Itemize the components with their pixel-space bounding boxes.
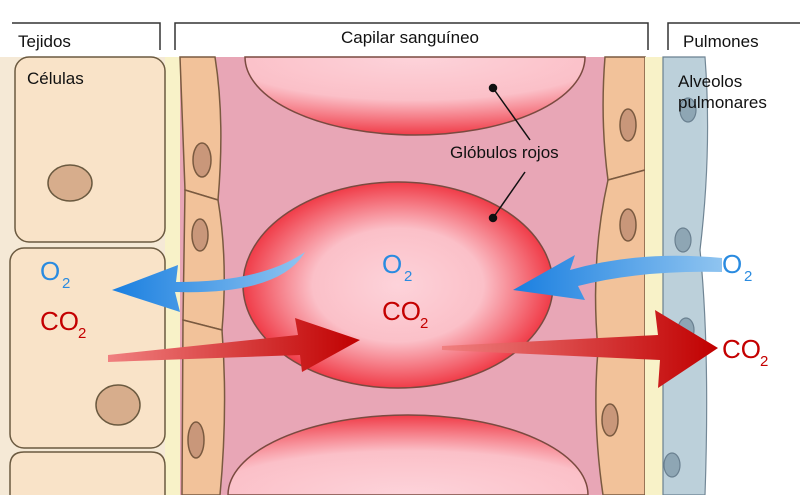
svg-text:O: O: [40, 256, 60, 286]
tissue-cells: [9, 56, 166, 495]
capillary-wall-left: [179, 56, 226, 495]
svg-text:O: O: [722, 249, 742, 279]
svg-text:CO: CO: [722, 334, 761, 364]
cells-label: Células: [27, 69, 84, 88]
interstitial-strip-right: [645, 57, 663, 495]
red-blood-cell: [242, 181, 554, 389]
co2-arrow-to-lungs: [442, 310, 718, 388]
header-tissues: Tejidos: [18, 32, 71, 51]
svg-text:2: 2: [62, 275, 70, 292]
header-lungs: Pulmones: [683, 32, 759, 51]
red-blood-cell: [244, 56, 586, 136]
svg-text:2: 2: [404, 268, 412, 285]
svg-text:2: 2: [78, 325, 86, 342]
svg-text:2: 2: [744, 268, 752, 285]
svg-text:CO: CO: [40, 306, 79, 336]
co2-arrow-to-capillary: [108, 318, 360, 372]
svg-text:2: 2: [420, 315, 428, 332]
o2-arrow-from-lungs: [513, 255, 722, 300]
alveoli-label-2: pulmonares: [678, 93, 767, 112]
header-capillary: Capilar sanguíneo: [341, 28, 479, 47]
header-brackets: [12, 22, 800, 50]
o2-arrow-to-tissue: [112, 252, 305, 312]
red-cells-pointers: [488, 83, 531, 223]
svg-text:O: O: [382, 249, 402, 279]
svg-text:2: 2: [760, 353, 768, 370]
alveoli-label-1: Alveolos: [678, 72, 742, 91]
svg-text:CO: CO: [382, 296, 421, 326]
red-blood-cell: [227, 414, 589, 495]
red-cells-label: Glóbulos rojos: [450, 143, 559, 162]
